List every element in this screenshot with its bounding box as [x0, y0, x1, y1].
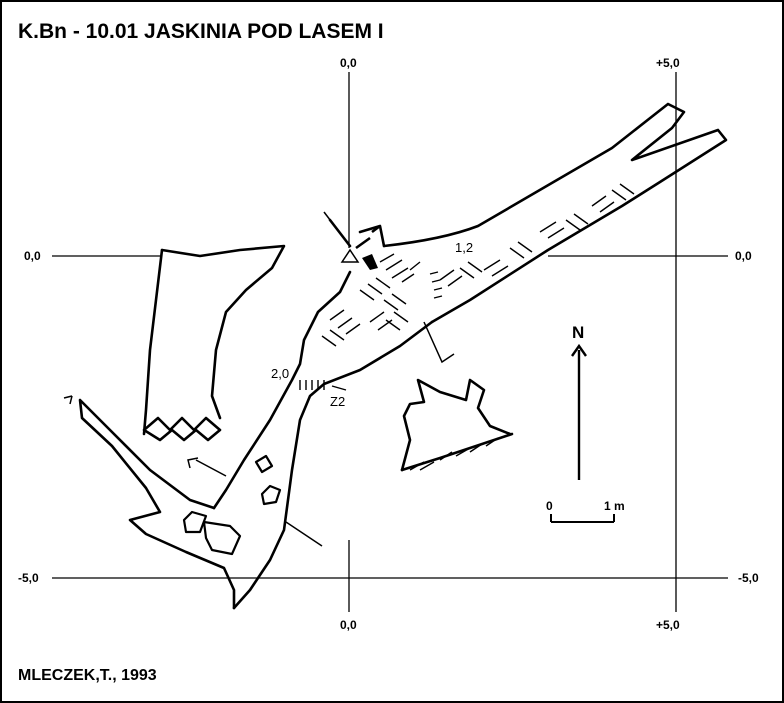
scale-end-label: 1 m — [604, 499, 625, 513]
entrance-marker — [340, 224, 381, 270]
grid-label-left-y0: 0,0 — [24, 249, 41, 263]
boulders — [182, 454, 282, 556]
grid-label-bottom-x5: +5,0 — [656, 618, 680, 632]
point-arrow — [331, 385, 347, 391]
north-label: N — [572, 323, 584, 342]
survey-lines — [63, 211, 455, 547]
coordinate-grid — [52, 72, 728, 612]
scale-bar — [550, 514, 615, 523]
cave-outline — [78, 102, 728, 610]
author-credit: MLECZEK,T., 1993 — [18, 667, 157, 684]
grid-label-bottom-x0: 0,0 — [340, 618, 357, 632]
grid-label-left-y5: -5,0 — [18, 571, 39, 585]
point-label: Z2 — [330, 394, 345, 409]
grid-label-top-x5: +5,0 — [656, 56, 680, 70]
grid-label-top-x0: 0,0 — [340, 56, 357, 70]
map-title: K.Bn - 10.01 JASKINIA POD LASEM I — [18, 20, 384, 43]
grid-label-right-y0: 0,0 — [735, 249, 752, 263]
depth-label-b: 2,0 — [271, 366, 289, 381]
sediment-hatching — [321, 183, 635, 471]
wall-ticks — [299, 271, 443, 390]
depth-label-a: 1,2 — [455, 240, 473, 255]
north-arrow — [571, 343, 587, 480]
grid-label-right-y5: -5,0 — [738, 571, 759, 585]
scale-start-label: 0 — [546, 499, 553, 513]
